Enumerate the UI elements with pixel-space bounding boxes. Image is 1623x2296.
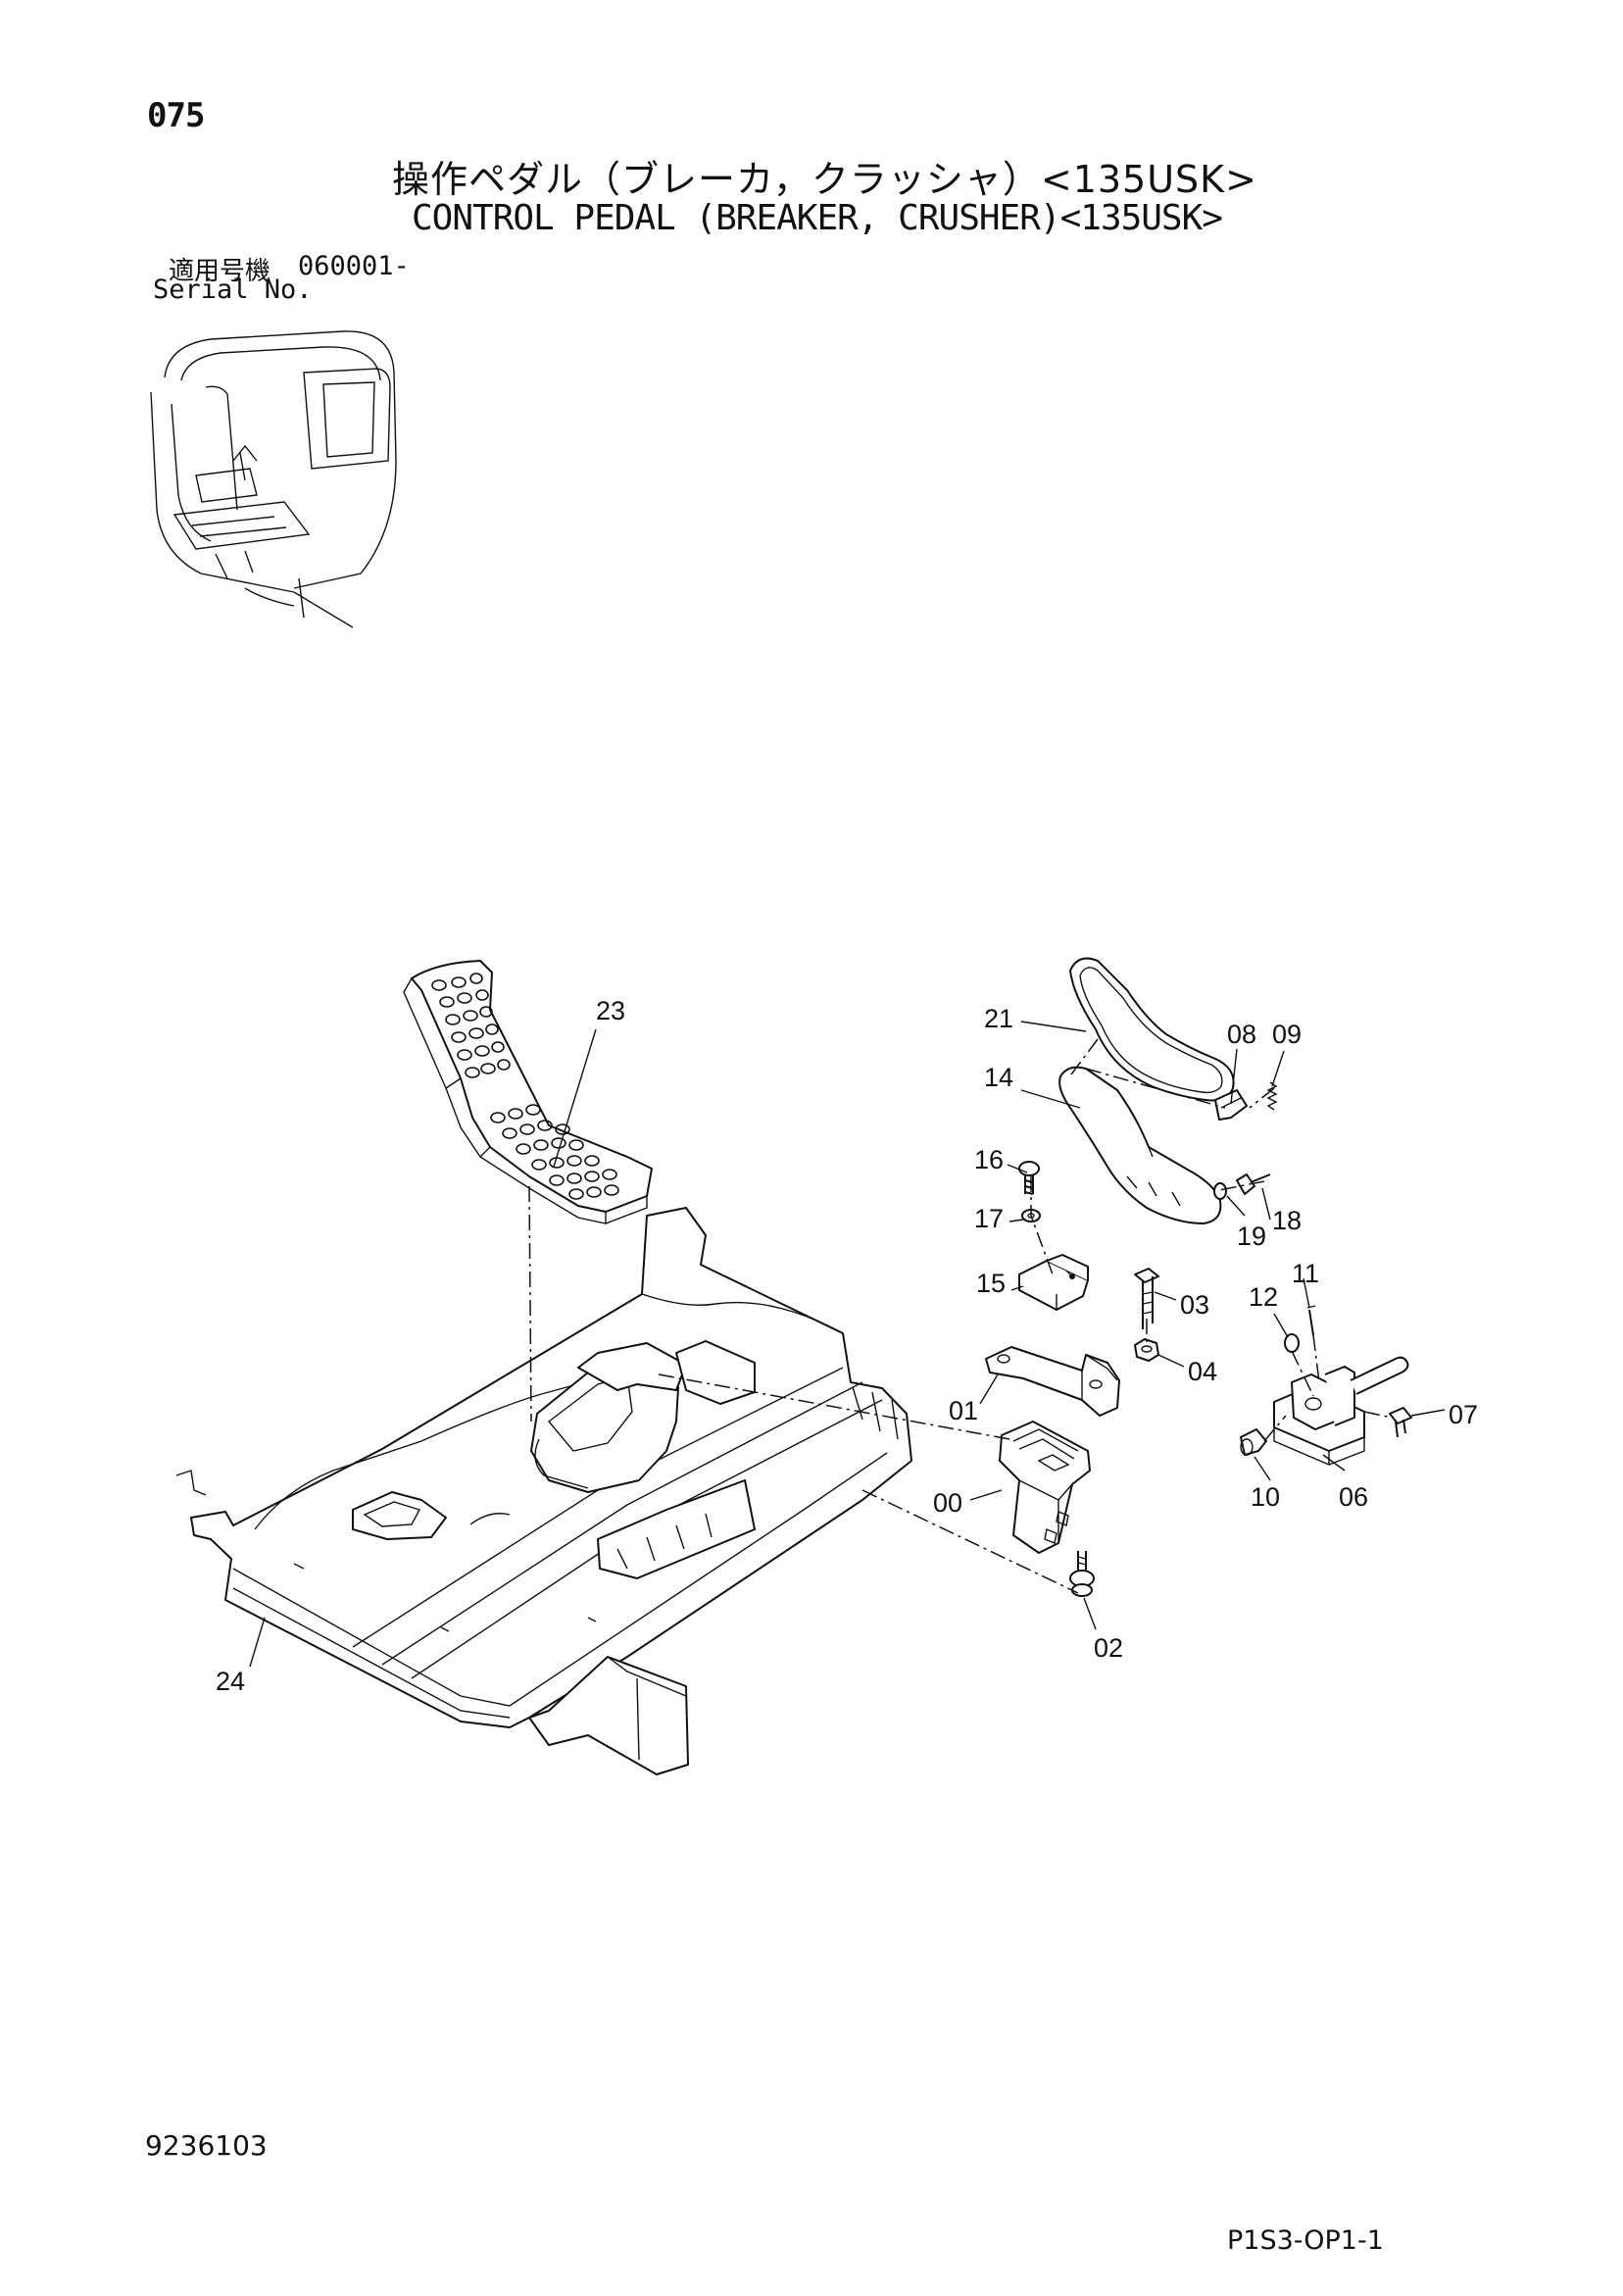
callout-16: 16 xyxy=(974,1145,1004,1174)
callout-06: 06 xyxy=(1339,1482,1368,1512)
pedal-valve-00 xyxy=(999,1421,1091,1554)
callout-08: 08 xyxy=(1227,1020,1256,1049)
bracket-01 xyxy=(985,1346,1120,1417)
callout-04: 04 xyxy=(1188,1357,1217,1386)
bracket-15 xyxy=(1018,1254,1089,1311)
callout-15: 15 xyxy=(976,1269,1006,1298)
nut-04 xyxy=(1134,1338,1159,1362)
callout-07: 07 xyxy=(1449,1400,1478,1429)
document-number: 9236103 xyxy=(145,2129,268,2162)
callout-14: 14 xyxy=(984,1063,1013,1092)
pin-10 xyxy=(1240,1428,1267,1456)
callout-12: 12 xyxy=(1249,1282,1278,1312)
serial-value: 060001- xyxy=(298,251,410,281)
bracket-06 xyxy=(1273,1356,1409,1466)
callout-18: 18 xyxy=(1272,1206,1302,1235)
callout-00: 00 xyxy=(933,1488,962,1518)
bolt-03 xyxy=(1134,1268,1159,1329)
page-code: P1S3-OP1-1 xyxy=(1227,2225,1384,2256)
callout-19: 19 xyxy=(1237,1222,1266,1251)
bolt-02 xyxy=(1069,1551,1095,1597)
callout-09: 09 xyxy=(1272,1020,1302,1049)
pedal-tread-holes xyxy=(431,973,619,1200)
serial-label-english: Serial No. xyxy=(153,275,313,305)
pedal-23 xyxy=(403,960,653,1224)
screw-16 xyxy=(1018,1161,1040,1195)
assembly-lines xyxy=(528,1038,1393,1594)
bolt-18 xyxy=(1236,1173,1271,1195)
spring-09 xyxy=(1266,1081,1278,1111)
floor-plate-24 xyxy=(175,1207,912,1775)
callout-24: 24 xyxy=(216,1667,245,1696)
callout-01: 01 xyxy=(949,1396,978,1425)
title-english: CONTROL PEDAL (BREAKER, CRUSHER)<135USK> xyxy=(412,198,1223,238)
callout-02: 02 xyxy=(1094,1633,1123,1663)
callout-21: 21 xyxy=(984,1004,1013,1033)
title-japanese: 操作ペダル（ブレーカ，クラッシャ）<135USK> xyxy=(392,158,1257,201)
callout-17: 17 xyxy=(974,1204,1004,1233)
callout-11: 11 xyxy=(1292,1259,1319,1288)
leader-lines xyxy=(249,1021,1446,1668)
cab-locator-thumbnail xyxy=(150,330,397,628)
bolt-07 xyxy=(1389,1407,1412,1438)
washer-19 xyxy=(1213,1182,1227,1200)
page-number: 075 xyxy=(147,96,205,135)
callout-10: 10 xyxy=(1251,1482,1280,1512)
serial-label-japanese: 適用号機 xyxy=(169,257,271,286)
pedal-pad-14 xyxy=(1058,1066,1222,1224)
callout-23: 23 xyxy=(596,996,625,1025)
callout-03: 03 xyxy=(1180,1290,1209,1320)
pin-11 xyxy=(1306,1305,1316,1336)
